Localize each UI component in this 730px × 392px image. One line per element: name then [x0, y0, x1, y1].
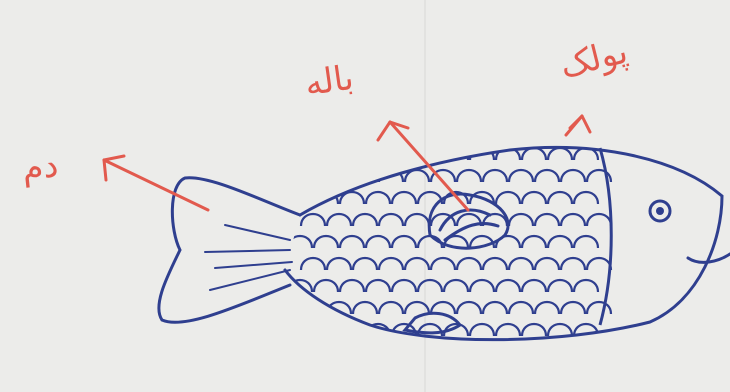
scale-arc — [314, 236, 338, 248]
scale-arc — [314, 280, 338, 292]
scale-arc — [561, 170, 585, 182]
scale-arc — [561, 302, 585, 314]
scale-arc — [340, 192, 364, 204]
scale-arc — [496, 280, 520, 292]
scale-arc — [366, 280, 390, 292]
scale-arc — [574, 192, 598, 204]
scale-arc — [392, 148, 416, 160]
scale-arc — [392, 192, 416, 204]
scale-arc — [522, 324, 546, 336]
scale-arc — [548, 324, 572, 336]
scale-arc — [314, 148, 338, 160]
belly-fin — [405, 313, 460, 333]
scale-arc — [535, 258, 559, 270]
scale-arc — [548, 236, 572, 248]
scale-arc — [470, 280, 494, 292]
scale-arc — [340, 236, 364, 248]
fish-scales — [288, 148, 611, 336]
scale-arc — [548, 280, 572, 292]
scale-arc — [379, 302, 403, 314]
scale-arc — [522, 280, 546, 292]
scale-arc — [548, 148, 572, 160]
scale-arc — [574, 280, 598, 292]
scale-arc — [392, 236, 416, 248]
scale-arc — [522, 148, 546, 160]
scale-arc — [288, 148, 312, 160]
scale-arc — [327, 258, 351, 270]
scale-arc — [496, 324, 520, 336]
scale-arc — [509, 258, 533, 270]
scale-arc — [509, 214, 533, 226]
scale-arc — [574, 236, 598, 248]
scale-arc — [366, 148, 390, 160]
scale-arc — [457, 302, 481, 314]
scale-arc — [535, 214, 559, 226]
scale-arc — [379, 214, 403, 226]
label-tail: دم — [20, 148, 60, 186]
scale-arc — [509, 170, 533, 182]
scale-arc — [288, 324, 312, 336]
scale-arc — [353, 170, 377, 182]
scale-arc — [587, 258, 611, 270]
scale-arc — [535, 170, 559, 182]
scale-arc — [587, 214, 611, 226]
tail-rays — [205, 225, 292, 290]
scale-arc — [444, 280, 468, 292]
scale-arc — [431, 258, 455, 270]
scale-arc — [366, 192, 390, 204]
scale-arc — [509, 302, 533, 314]
scale-arc — [535, 302, 559, 314]
scale-arc — [561, 214, 585, 226]
scale-arc — [314, 324, 338, 336]
scale-arc — [340, 148, 364, 160]
label-fin: باله — [303, 61, 356, 101]
scale-arc — [288, 236, 312, 248]
scale-arc — [457, 258, 481, 270]
scale-arc — [392, 280, 416, 292]
fish-eye — [650, 201, 670, 221]
scale-arc — [301, 214, 325, 226]
scale-arc — [496, 192, 520, 204]
scale-arc — [561, 258, 585, 270]
scale-arc — [457, 170, 481, 182]
scale-arc — [470, 324, 494, 336]
scale-arc — [288, 192, 312, 204]
scale-arc — [379, 258, 403, 270]
scale-arc — [548, 192, 572, 204]
scale-arc — [353, 214, 377, 226]
scale-arc — [522, 236, 546, 248]
scale-arc — [587, 302, 611, 314]
scale-arc — [353, 258, 377, 270]
scale-arc — [522, 192, 546, 204]
scale-arc — [483, 302, 507, 314]
scale-arc — [301, 302, 325, 314]
scale-arc — [340, 280, 364, 292]
scale-arc — [340, 324, 364, 336]
scale-arc — [483, 258, 507, 270]
scale-arc — [418, 280, 442, 292]
scale-arc — [366, 236, 390, 248]
scale-arc — [301, 258, 325, 270]
scale-arc — [327, 214, 351, 226]
arrow-to-scales — [566, 116, 590, 135]
scale-arc — [301, 170, 325, 182]
scale-arc — [483, 170, 507, 182]
scale-arc — [327, 170, 351, 182]
arrow-to-tail — [104, 156, 208, 210]
scale-arc — [353, 302, 377, 314]
